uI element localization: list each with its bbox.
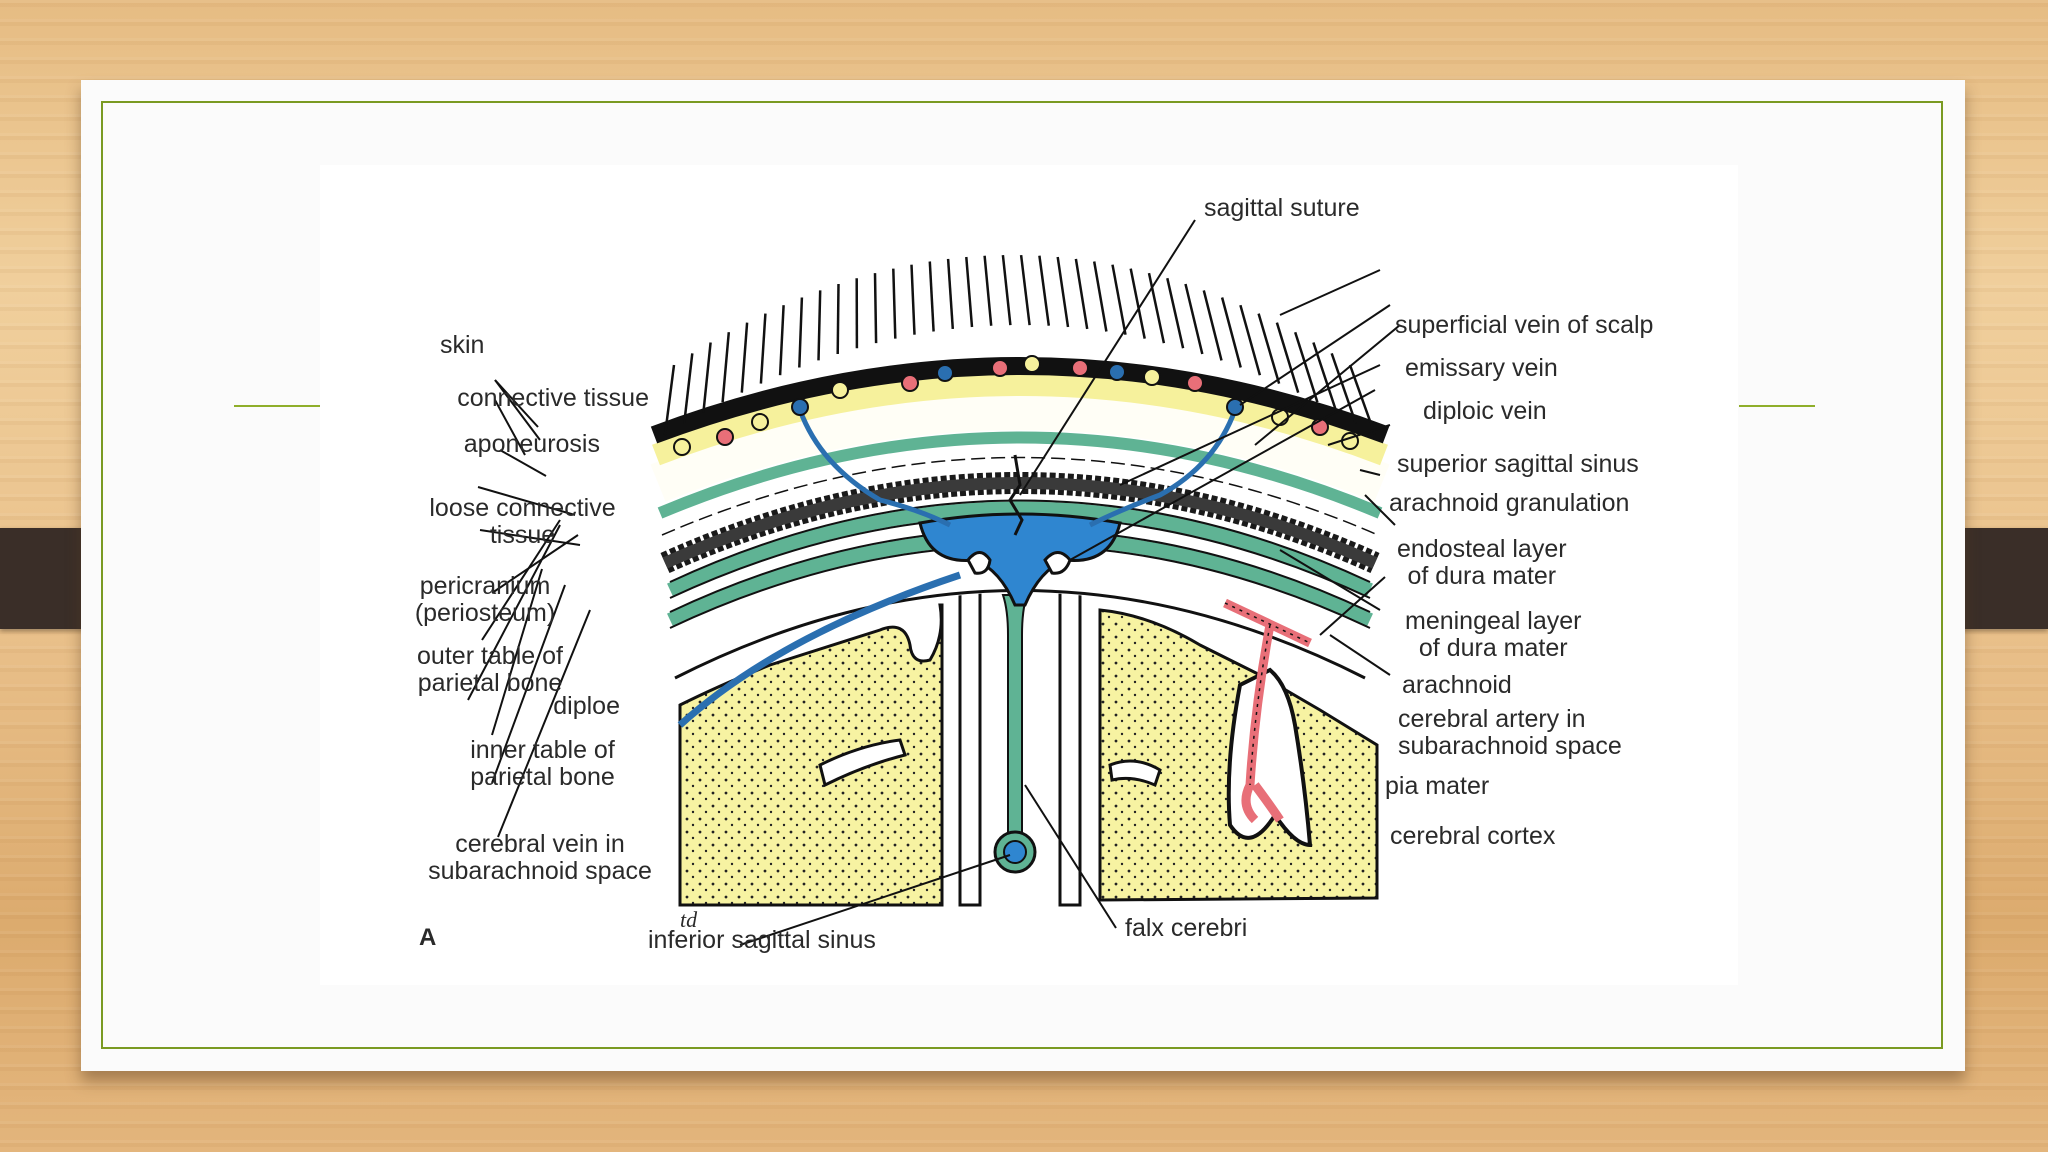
hair-strand <box>721 332 731 403</box>
hair-strand <box>1257 313 1281 384</box>
label-loose-connective-tissue: loose connective tissue <box>429 494 616 549</box>
label-skin: skin <box>440 332 484 359</box>
label-cerebral-artery: cerebral artery in subarachnoid space <box>1398 705 1622 760</box>
scalp-meninges-diagram <box>467 219 1401 946</box>
hair-strand <box>663 364 676 436</box>
hair-strand <box>702 342 712 413</box>
label-pericranium: pericranium (periosteum) <box>414 572 556 627</box>
hair-strand <box>1294 331 1319 403</box>
hair-strand <box>983 255 993 326</box>
cerebral-artery <box>1223 598 1312 824</box>
hair-strand <box>1056 256 1070 328</box>
hair-strand <box>1001 254 1012 326</box>
anatomy-figure: sagittal suture superficial vein of scal… <box>320 165 1738 985</box>
label-arachnoid-granulation: arachnoid granulation <box>1389 489 1630 517</box>
hair-strand <box>1166 277 1185 349</box>
label-falx-cerebri: falx cerebri <box>1125 914 1248 942</box>
hair-strand <box>1092 261 1108 332</box>
label-emissary-vein: emissary vein <box>1405 354 1558 382</box>
hair-strand <box>946 258 955 329</box>
label-sagittal-suture: sagittal suture <box>1204 194 1360 222</box>
falx-cerebri <box>958 559 1082 907</box>
leader-lines <box>467 219 1401 946</box>
slide-frame <box>101 101 1943 1049</box>
hair-strand <box>1184 283 1204 355</box>
label-superior-sagittal-sinus: superior sagittal sinus <box>1397 450 1639 478</box>
decorative-line-right <box>1739 405 1815 407</box>
decorative-line-left <box>234 405 320 407</box>
hair-strand <box>892 268 897 339</box>
hair-strand <box>1038 255 1051 326</box>
hair-strand <box>1239 304 1262 376</box>
hair-strand <box>1074 258 1089 330</box>
hair-strand <box>965 256 974 328</box>
hair-strand <box>928 261 935 332</box>
hair-strand <box>1019 254 1031 326</box>
hair-strand <box>798 297 804 368</box>
label-cerebral-cortex: cerebral cortex <box>1390 822 1556 850</box>
hair-strand <box>682 353 694 424</box>
label-inferior-sagittal-sinus: inferior sagittal sinus <box>648 926 876 954</box>
label-diploic-vein: diploic vein <box>1423 397 1547 425</box>
label-meningeal-layer: meningeal layer of dura mater <box>1405 607 1582 662</box>
hair-strand <box>759 313 767 384</box>
label-pia-mater: pia mater <box>1385 772 1490 800</box>
label-skin-text: skin <box>440 331 485 359</box>
label-inner-table: inner table of parietal bone <box>470 736 615 791</box>
label-outer-table: outer table of parietal bone <box>417 642 563 697</box>
hair-strand <box>1275 322 1300 393</box>
label-cerebral-vein: cerebral vein in subarachnoid space <box>428 830 652 885</box>
superior-sagittal-sinus <box>918 454 1122 607</box>
hair-strand <box>1330 352 1357 424</box>
hair-strand <box>1147 272 1166 344</box>
hair-strand <box>910 264 916 335</box>
hair-strand <box>778 305 785 376</box>
hair-strand <box>740 322 749 393</box>
hair-strand <box>836 283 840 355</box>
label-superficial-vein-of-scalp: superficial vein of scalp <box>1395 311 1654 339</box>
panel-letter: A <box>419 924 437 951</box>
hair-strand <box>817 290 822 361</box>
hair-strand <box>1220 297 1242 368</box>
hair-strand <box>1111 264 1127 335</box>
hair-layer <box>663 254 1377 436</box>
label-endosteal-layer: endosteal layer of dura mater <box>1397 535 1567 590</box>
artist-signature: td <box>680 907 698 932</box>
label-connective-tissue: connective tissue <box>457 384 649 412</box>
hair-strand <box>873 273 878 344</box>
label-arachnoid: arachnoid <box>1402 671 1512 699</box>
label-aponeurosis: aponeurosis <box>463 430 600 458</box>
scalp-vessels <box>673 355 1359 456</box>
label-diploe: diploe <box>553 692 620 720</box>
hair-strand <box>1202 290 1223 361</box>
hair-strand <box>1129 268 1146 339</box>
